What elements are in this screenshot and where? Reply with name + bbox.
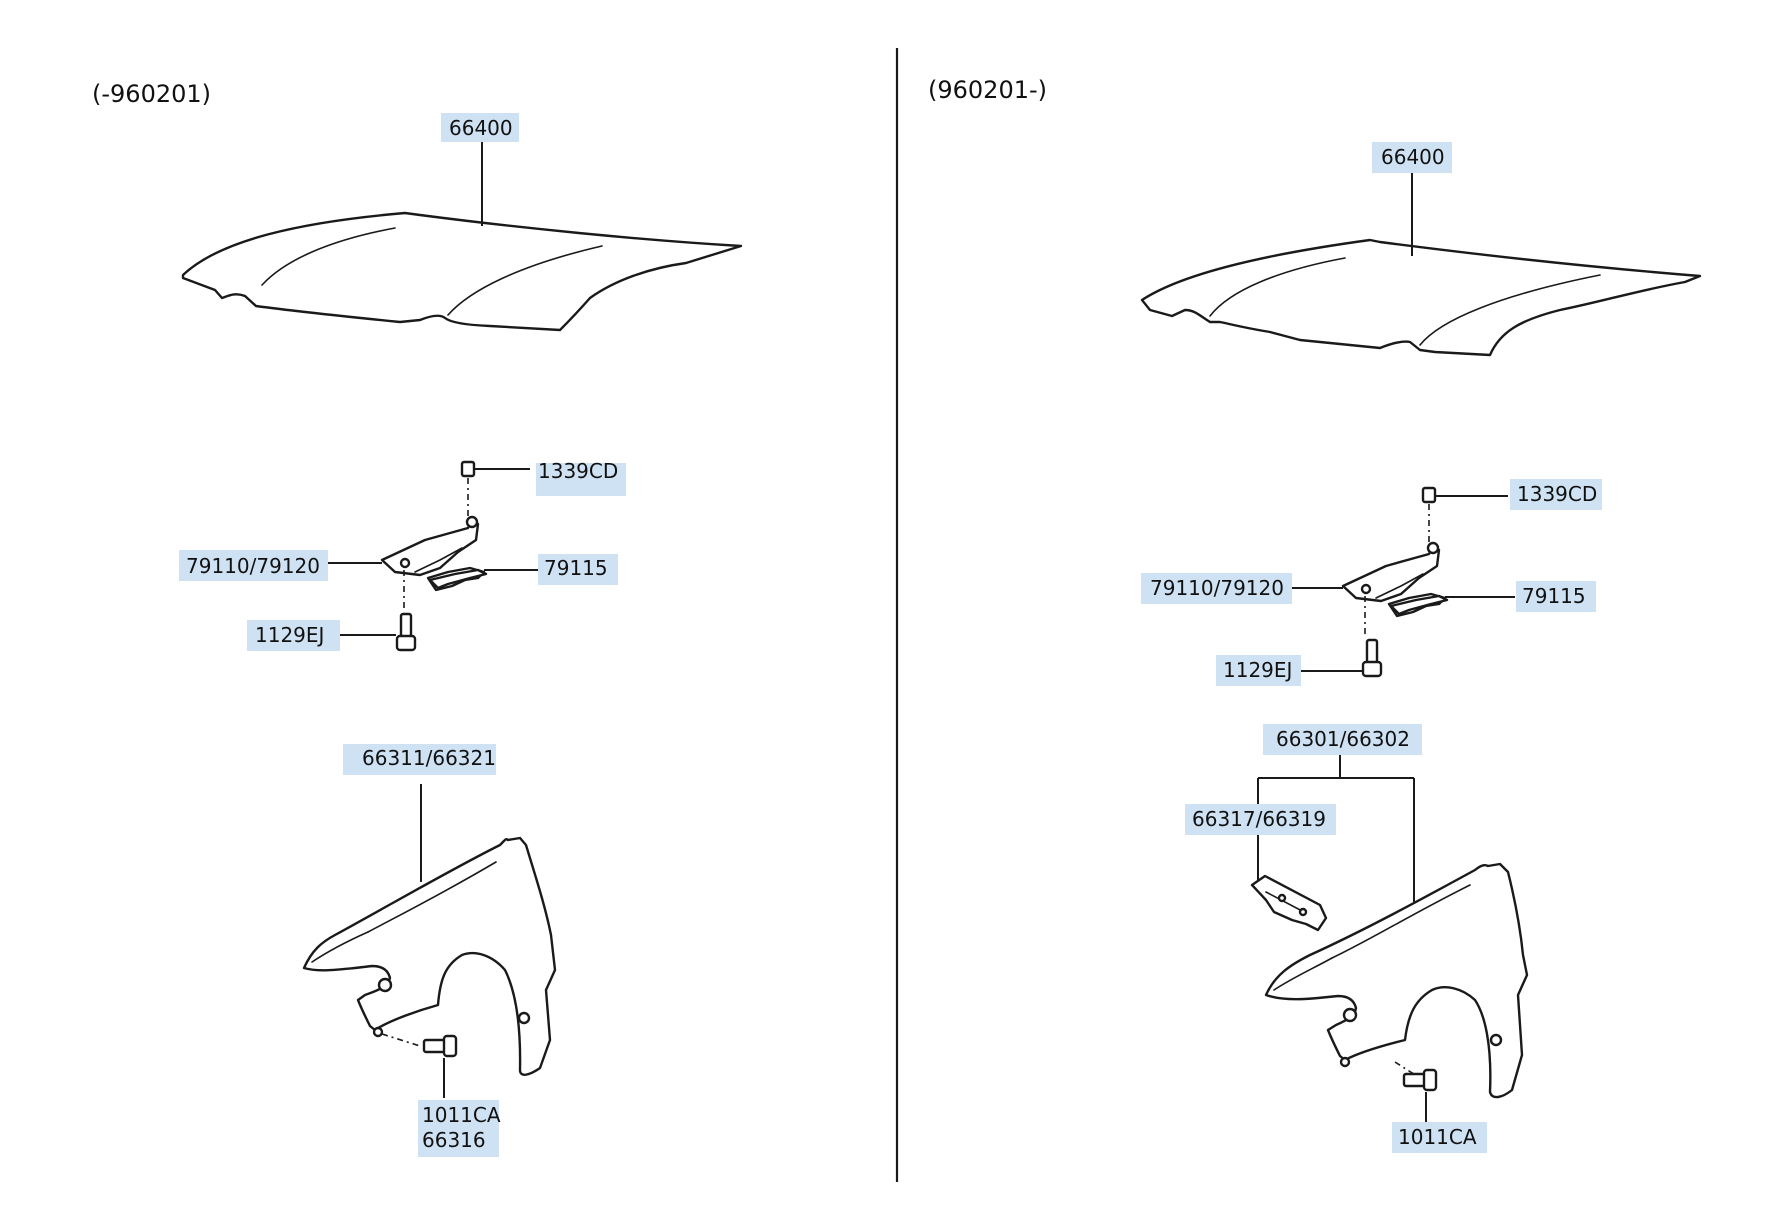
right-hood-label: 66400 (1381, 145, 1445, 169)
left-hinge-drawing (380, 515, 488, 612)
left-fender-bolt-label-2: 66316 (422, 1128, 486, 1152)
right-hood-drawing (1140, 238, 1702, 357)
right-bolt-bottom-drawing (1361, 638, 1383, 678)
left-fender-bolt-drawing (422, 1034, 458, 1058)
right-fender-bolt-drawing (1402, 1068, 1438, 1092)
right-fender-drawing (1264, 862, 1529, 1099)
right-hinge-drawing (1341, 541, 1449, 638)
right-bolt-top-drawing (1421, 486, 1437, 546)
left-bolt-top-drawing (460, 460, 476, 520)
left-bolt-bottom-drawing (395, 612, 417, 652)
right-fender-label: 66301/66302 (1276, 727, 1410, 751)
left-hinge-plate-label: 79115 (544, 556, 608, 580)
right-fender-bracket-label: 66317/66319 (1192, 807, 1326, 831)
right-hinge-plate-label: 79115 (1522, 584, 1586, 608)
left-hood-drawing (181, 211, 743, 332)
right-fender-bolt-label: 1011CA (1398, 1125, 1477, 1149)
left-fender-bolt-label: 1011CA (422, 1103, 501, 1127)
left-fender-label: 66311/66321 (362, 746, 496, 770)
left-panel: (-960201) 66400 1339CD 791 (92, 80, 743, 1157)
left-bolt-top-label: 1339CD (538, 459, 618, 483)
left-fender-drawing (302, 836, 557, 1076)
left-hood-label: 66400 (449, 116, 513, 140)
left-hinge-label: 79110/79120 (186, 554, 320, 578)
right-bolt-bottom-label: 1129EJ (1223, 658, 1292, 682)
left-panel-header: (-960201) (92, 80, 211, 108)
right-fender-bracket-drawing (1250, 874, 1328, 932)
right-panel: (960201-) 66400 1339CD 791 (928, 76, 1702, 1153)
left-bolt-bottom-label: 1129EJ (255, 623, 324, 647)
right-bolt-top-label: 1339CD (1517, 482, 1597, 506)
right-panel-header: (960201-) (928, 76, 1047, 104)
right-hinge-label: 79110/79120 (1150, 576, 1284, 600)
